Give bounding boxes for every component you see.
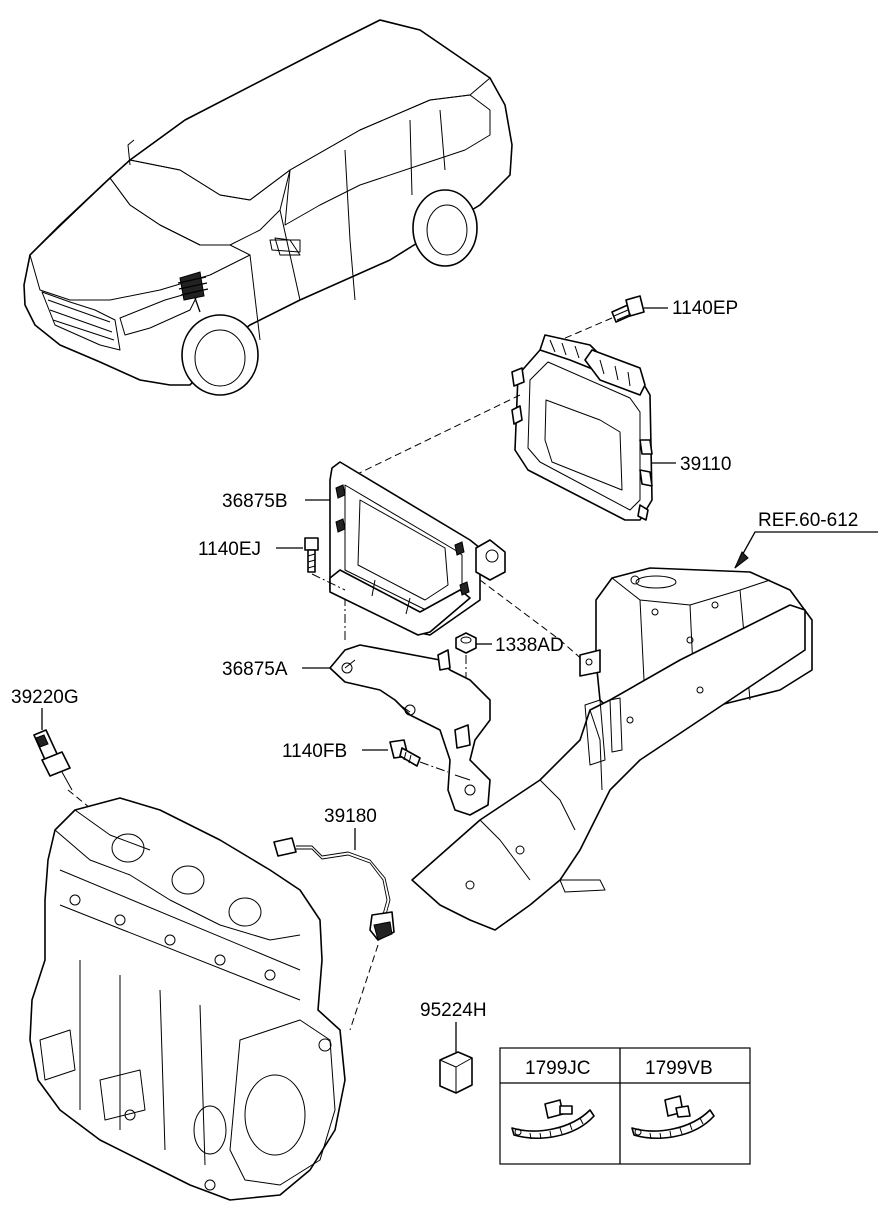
label-1140ej: 1140EJ — [198, 539, 261, 560]
bolt-1140ej-icon — [304, 537, 319, 573]
cable-tie-1799vb-icon — [631, 1095, 715, 1140]
fender-apron-icon — [411, 567, 813, 931]
vehicle-illustration-icon — [23, 19, 513, 396]
bolt-1140ep-icon — [611, 295, 645, 323]
label-39180: 39180 — [324, 806, 377, 827]
table-header-1799vb: 1799VB — [645, 1058, 713, 1079]
label-1338ad: 1338AD — [495, 635, 564, 656]
relay-icon — [439, 1051, 473, 1094]
label-39220g: 39220G — [11, 687, 79, 708]
cable-tie-1799jc-icon — [511, 1099, 595, 1140]
label-39110: 39110 — [680, 454, 731, 475]
label-ref-60-612: REF.60-612 — [758, 510, 858, 531]
ecu-lower-bracket-icon — [329, 644, 491, 816]
engine-block-icon — [29, 797, 346, 1201]
bolt-1140fb-icon — [389, 739, 421, 767]
table-header-1799jc: 1799JC — [525, 1058, 591, 1079]
label-1140fb: 1140FB — [282, 741, 347, 762]
sensor-39220g-icon — [33, 729, 73, 791]
ecu-upper-bracket-icon — [329, 461, 506, 636]
sensor-39180-icon — [273, 837, 395, 941]
cable-tie-table: 1799JC 1799VB — [499, 1047, 751, 1165]
nut-1338ad-icon — [455, 632, 477, 654]
label-95224h: 95224H — [420, 1000, 487, 1021]
ecu-location-marker-icon — [177, 271, 209, 313]
label-36875a: 36875A — [222, 659, 288, 680]
label-1140ep: 1140EP — [672, 298, 738, 319]
ecu-module-icon — [511, 334, 653, 521]
label-36875b: 36875B — [222, 491, 288, 512]
